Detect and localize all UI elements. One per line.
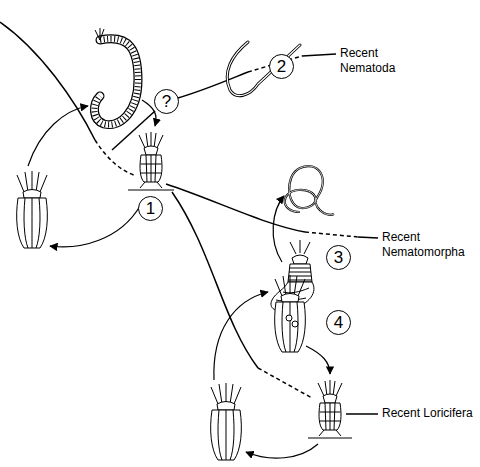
callout-number: 3 xyxy=(334,249,343,266)
callout-circle: 4 xyxy=(326,310,351,335)
callout-number: ? xyxy=(162,93,171,110)
callout-number: 2 xyxy=(277,58,286,75)
taxon-label: Recent Loricifera xyxy=(382,406,474,421)
callout-circle: 2 xyxy=(269,54,294,79)
callout-circle: 3 xyxy=(326,245,351,270)
callout-number: 4 xyxy=(334,314,343,331)
callout-circle: ? xyxy=(154,89,179,114)
callout-number: 1 xyxy=(146,200,155,217)
callout-circle: 1 xyxy=(138,196,163,221)
taxon-label: Recent Nematoda xyxy=(340,46,432,76)
taxon-label: Recent Nematomorpha xyxy=(382,230,474,260)
